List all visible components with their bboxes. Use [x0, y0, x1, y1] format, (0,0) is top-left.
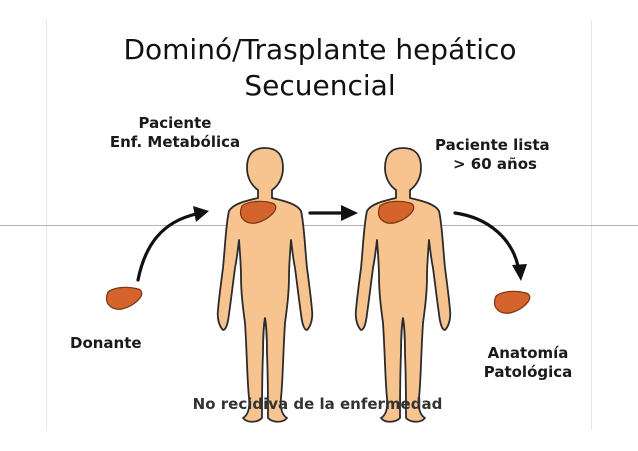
body-right-icon [354, 147, 452, 423]
liver-donante-icon [105, 286, 143, 310]
label-paciente-lista-line-2: > 60 años [453, 155, 537, 173]
label-paciente-enf-line-2: Enf. Metabólica [109, 133, 241, 151]
arrow-patient-to-anatomia-icon [453, 211, 527, 281]
liver-patologica-icon [493, 290, 531, 314]
label-paciente-enf-metabolica: Paciente Enf. Metabólica [100, 114, 250, 152]
title-line-2: Secuencial [244, 69, 396, 102]
label-anatomia-line-2: Patológica [483, 363, 573, 381]
body-left-icon [216, 147, 314, 423]
label-anatomia-patologica: Anatomía Patológica [468, 344, 588, 382]
label-anatomia-line-1: Anatomía [487, 344, 569, 362]
title-line-1: Dominó/Trasplante hepático [123, 33, 517, 66]
label-paciente-enf-line-1: Paciente [138, 114, 212, 132]
slide-title: Dominó/Trasplante hepático Secuencial [70, 32, 570, 104]
label-no-recidiva: No recidiva de la enfermedad [192, 395, 443, 413]
arrow-patient-to-patient-icon [308, 205, 358, 221]
label-paciente-lista-line-1: Paciente lista [435, 136, 550, 154]
horizontal-rule [0, 225, 638, 226]
arrow-donante-to-patient-icon [136, 206, 209, 282]
label-donante: Donante [70, 334, 142, 352]
label-paciente-lista: Paciente lista > 60 años [435, 136, 565, 174]
